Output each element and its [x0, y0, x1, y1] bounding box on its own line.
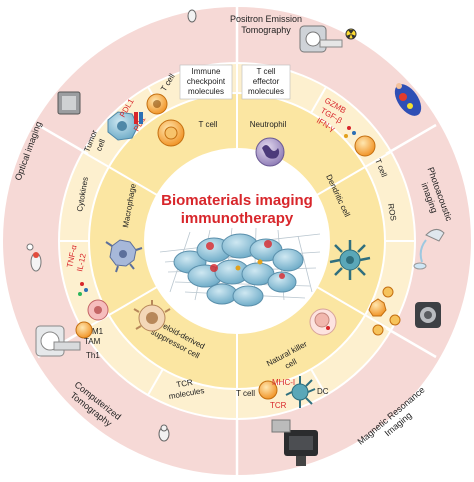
- pet-scanner-icon: [299, 25, 357, 53]
- t-cell-inner-nucleus: [164, 126, 178, 140]
- checkpoint-binding-icon: [134, 112, 143, 124]
- photoacoustic-probe-icon: [413, 229, 445, 270]
- label-mhc: MHC-I: [272, 378, 295, 387]
- label-immune-2: checkpoint: [187, 77, 226, 86]
- dendritic-cell-icon: [329, 240, 371, 280]
- label-th1: Th1: [86, 351, 100, 360]
- label-immune-1: Immune: [192, 67, 221, 76]
- optical-mouse-icon: [26, 243, 42, 272]
- label-tam: TAM: [84, 337, 101, 346]
- label-il12: IL-12: [75, 252, 88, 272]
- macrophage-icon: [105, 239, 143, 273]
- ros-dc-icon: [368, 286, 401, 336]
- label-tcr-molecules-1: TCR: [176, 378, 194, 390]
- mdsc-icon: [133, 300, 171, 332]
- label-m1: M1: [92, 327, 104, 336]
- label-neutrophil: Neutrophil: [250, 120, 287, 129]
- dendritic-cell-tcr-icon: [285, 376, 316, 408]
- optical-imager-icon: [57, 91, 81, 115]
- cytokine-dots-icon: [78, 282, 88, 296]
- label-tumor-cell-2: cell: [94, 138, 107, 153]
- t-cell-icon-tcr: [258, 380, 278, 400]
- inner-dividers: [108, 93, 366, 389]
- t-cell-effector-box: [241, 64, 291, 100]
- secreted-molecules-icon: [344, 126, 356, 138]
- neutrophil-icon: [255, 137, 285, 167]
- th1-cell-icon: [75, 321, 93, 339]
- t-cell-icon-effector: [354, 135, 376, 157]
- immune-checkpoint-box: [179, 64, 233, 100]
- label-t-cell-bottom: T cell: [236, 389, 255, 398]
- label-dc: DC: [317, 387, 329, 396]
- t-cell-nucleus: [153, 100, 161, 108]
- mouse-fluorescence-icon: [394, 83, 422, 116]
- pet-mouse-icon: [187, 9, 197, 23]
- label-effector-3: molecules: [248, 87, 284, 96]
- label-effector-2: effector: [253, 77, 280, 86]
- ct-mouse-icon: [158, 424, 170, 442]
- tumor-mass-icon: [159, 227, 321, 307]
- label-immune-3: molecules: [188, 87, 224, 96]
- nk-cell-icon: [309, 308, 337, 336]
- label-pet-2: Tomography: [241, 25, 291, 35]
- center-title-line1: Biomaterials imaging: [161, 192, 313, 209]
- label-tcr: TCR: [270, 401, 287, 410]
- tam-macrophage-icon: [87, 299, 109, 321]
- label-inner-t-cell: T cell: [199, 120, 218, 129]
- center-title-line2: immunotherapy: [181, 210, 294, 227]
- label-effector-1: T cell: [257, 67, 276, 76]
- ct-scanner-icon: [35, 325, 81, 357]
- label-ros: ROS: [386, 203, 398, 222]
- tumor-cell-icon: [107, 111, 139, 141]
- mri-machine-icon: [271, 419, 318, 466]
- mri-scanner-icon: [415, 302, 441, 328]
- label-pet-1: Positron Emission: [230, 14, 302, 24]
